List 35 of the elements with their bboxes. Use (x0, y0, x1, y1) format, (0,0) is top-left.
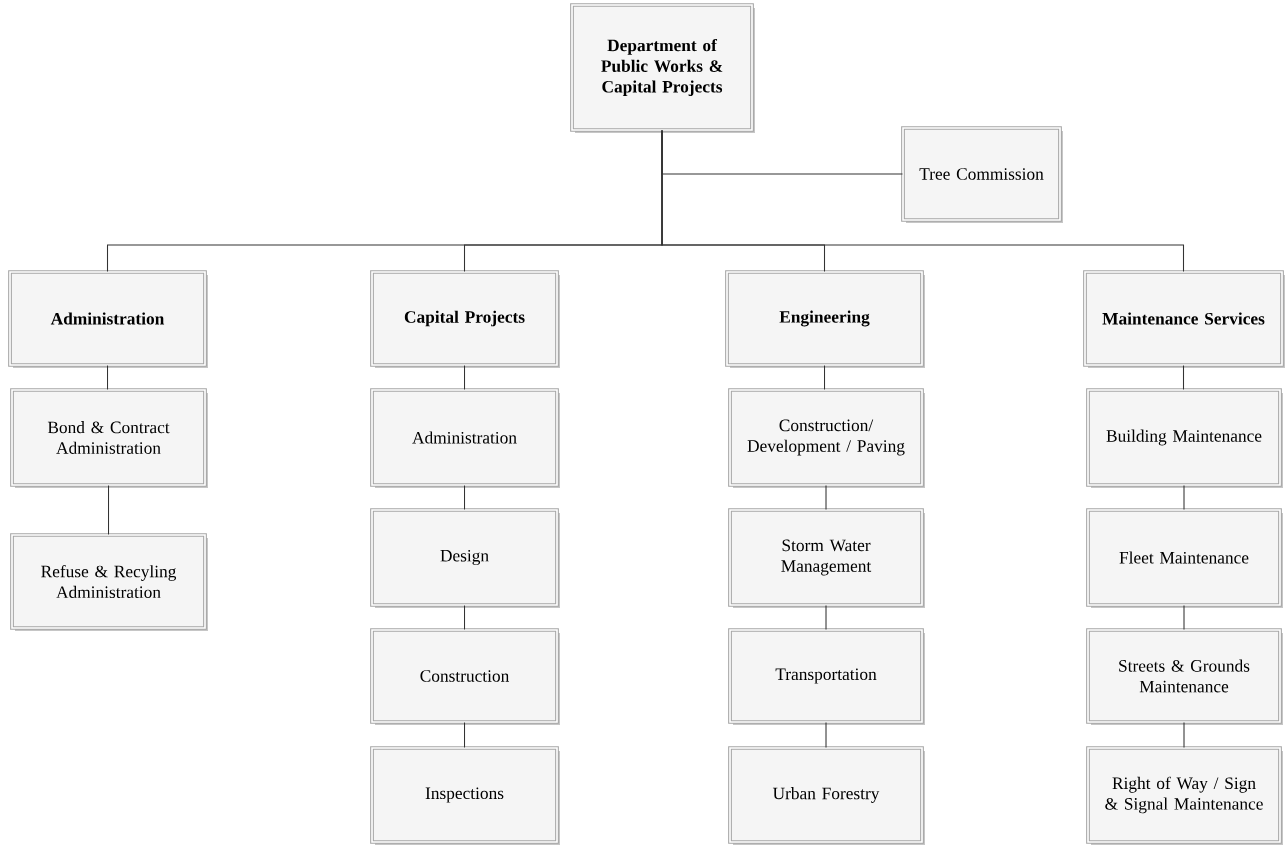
org-box: Department of Public Works & Capital Projects (570, 3, 755, 133)
org-box: Urban Forestry (728, 746, 925, 845)
connector-line (463, 485, 466, 510)
connector-line (661, 130, 1185, 272)
connector-line (1183, 485, 1185, 510)
org-box: Tree Commission (901, 126, 1063, 223)
connector-line (463, 605, 466, 630)
org-box: Maintenance Services (1083, 270, 1285, 368)
connector-line (107, 485, 110, 535)
org-box: Transportation (728, 628, 925, 725)
connector-line (823, 365, 826, 390)
org-box: Construction (370, 628, 560, 725)
connector-line (1183, 722, 1185, 748)
connector-line (463, 722, 466, 748)
connector-line (1182, 365, 1185, 390)
org-box: Engineering (725, 270, 925, 368)
org-box: Administration (370, 388, 560, 488)
org-box: Capital Projects (370, 270, 560, 368)
connector-line (825, 605, 827, 630)
org-box: Streets & Grounds Maintenance (1086, 628, 1283, 725)
org-box: Inspections (370, 746, 560, 845)
org-box: Design (370, 508, 560, 608)
org-box: Construction/ Development / Paving (728, 388, 925, 488)
org-box: Building Maintenance (1086, 388, 1283, 488)
connector-line (106, 365, 109, 390)
org-box: Administration (8, 270, 208, 368)
org-box: Right of Way / Sign & Signal Maintenance (1086, 746, 1283, 845)
org-box: Storm Water Management (728, 508, 925, 608)
connector-line (825, 722, 827, 748)
connector-line (463, 365, 466, 390)
org-box: Fleet Maintenance (1086, 508, 1283, 608)
connector-line (825, 485, 827, 510)
org-box: Bond & Contract Administration (10, 388, 208, 488)
connector-line (1183, 605, 1185, 630)
org-box: Refuse & Recyling Administration (10, 533, 208, 631)
